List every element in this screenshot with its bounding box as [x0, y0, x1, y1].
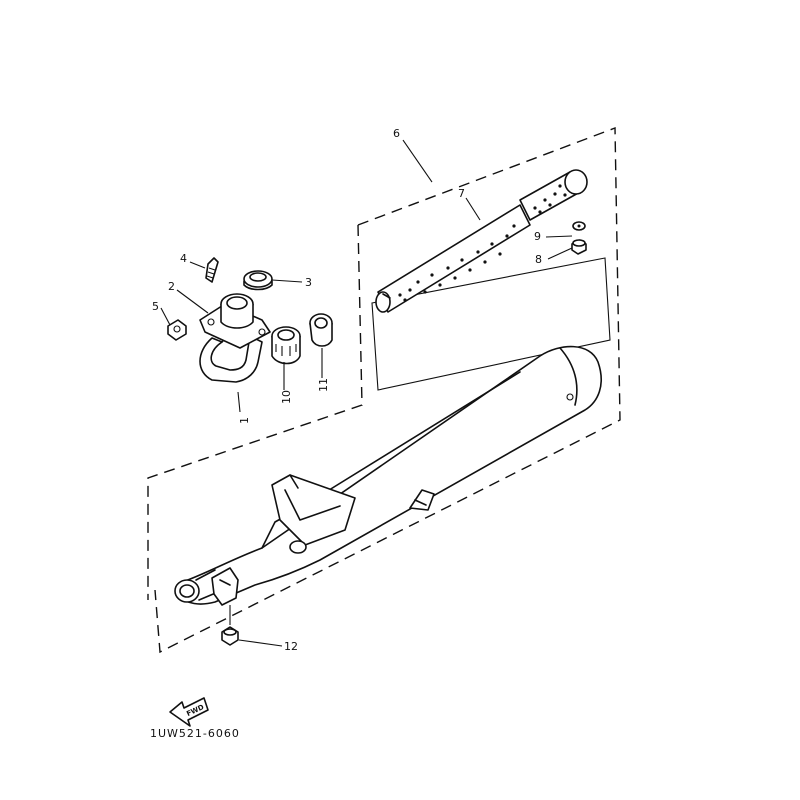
callout-11: 11: [317, 378, 330, 392]
callout-labels: 1 2 3 4 5 6 7 8 9 10 11 12: [152, 127, 542, 653]
callout-12: 12: [284, 640, 298, 653]
washer-part-9: [572, 221, 586, 231]
callout-2: 2: [168, 280, 175, 293]
baffle-tube-part-7: [375, 169, 588, 313]
group-outline-baffle: [371, 257, 611, 391]
callout-4: 4: [180, 252, 187, 265]
group-outline-muffler-assembly: [147, 126, 621, 654]
callout-6: 6: [393, 127, 400, 140]
callout-7: 7: [458, 187, 465, 200]
callout-3: 3: [305, 276, 312, 289]
nut-part-5: [167, 319, 187, 341]
callout-10: 10: [280, 390, 293, 404]
drawing-code: 1UW521-6060: [150, 727, 240, 740]
callout-8: 8: [535, 253, 542, 266]
exhaust-pipe-part-1: [199, 293, 271, 383]
gasket-part-3: [243, 270, 273, 291]
callout-9: 9: [534, 230, 541, 243]
fwd-arrow-badge: FWD: [169, 697, 209, 727]
callout-1: 1: [238, 417, 251, 424]
bolt-part-12: [221, 605, 239, 646]
joint-part-10: [271, 326, 301, 365]
leader-lines: [160, 139, 573, 647]
bolt-part-8: [571, 239, 587, 255]
callout-5: 5: [152, 300, 159, 313]
muffler-body: [174, 345, 602, 606]
seal-part-11: [309, 313, 333, 347]
stud-bolt-part-4: [205, 257, 219, 283]
